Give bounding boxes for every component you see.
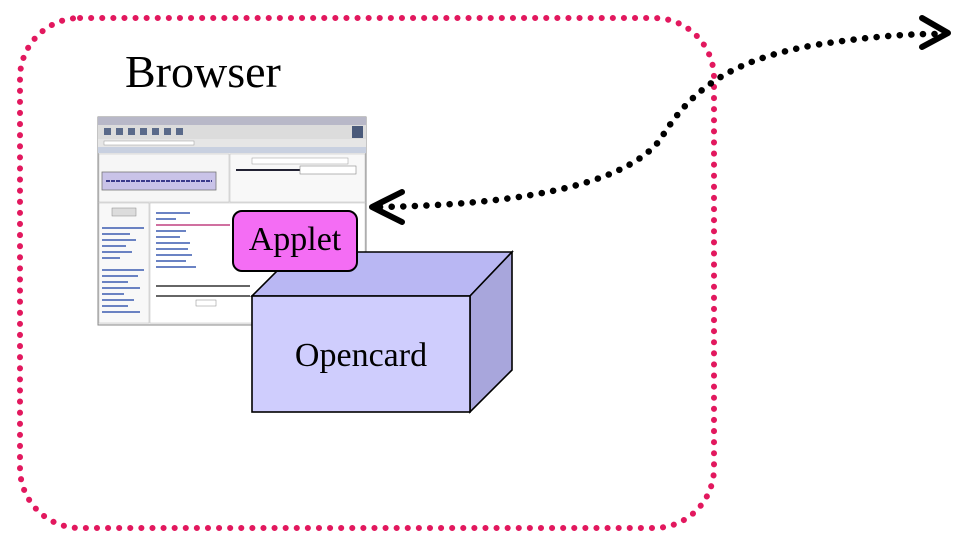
- arrowhead-right-icon: [919, 15, 951, 50]
- arrowhead-left-icon: [369, 189, 405, 225]
- opencard-front-face: [251, 295, 471, 413]
- applet-link-line: [376, 30, 939, 211]
- opencard-box: [250, 250, 514, 414]
- browser-label: Browser: [125, 46, 281, 97]
- applet-label: Applet: [232, 210, 358, 272]
- browser-boundary: [17, 15, 717, 531]
- opencard-label: Opencard: [294, 337, 428, 374]
